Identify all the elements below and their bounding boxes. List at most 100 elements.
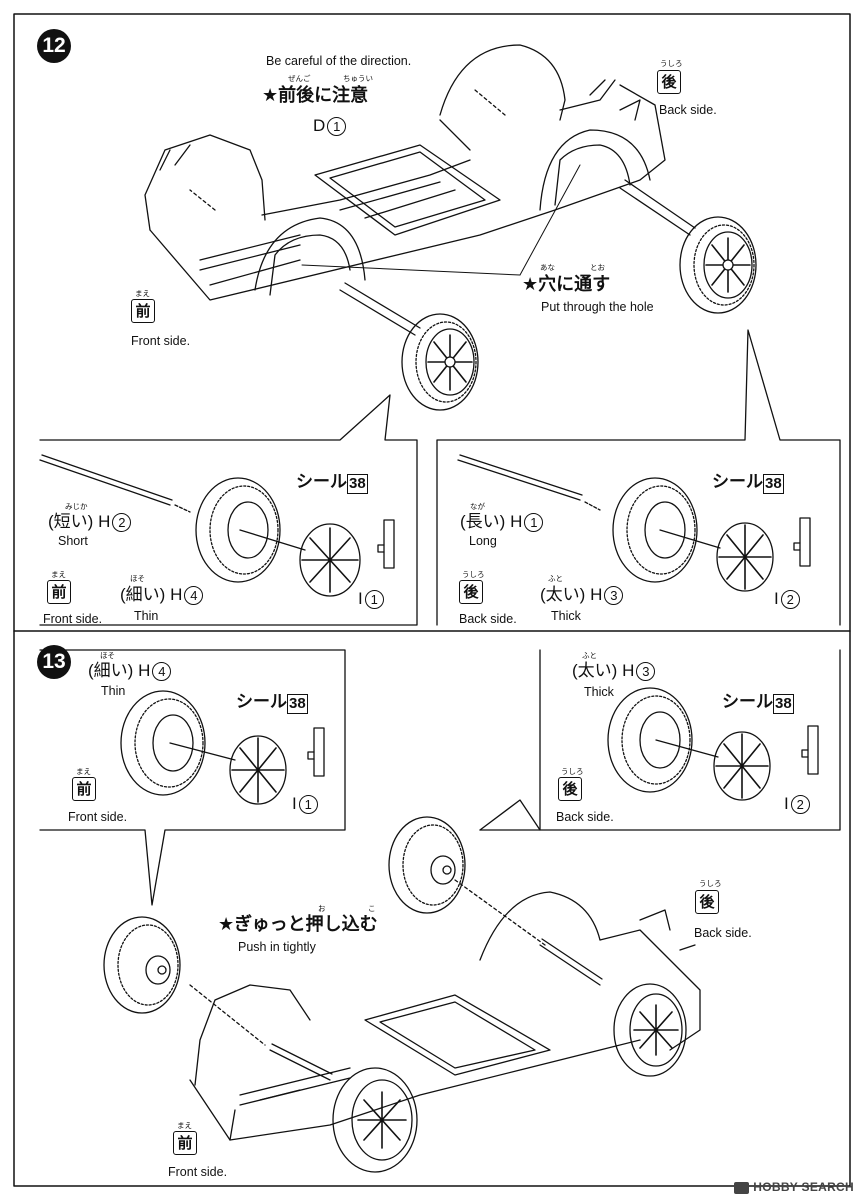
callout-left-step12 [39,394,418,626]
watermark-text: HOBBY SEARCH [753,1180,854,1194]
page-frame [13,13,851,1187]
short-num: 2 [112,513,132,533]
thick-ruby-12: ふと [548,574,563,583]
seal-text: シール [722,692,773,712]
part-number: 1 [327,117,347,137]
thick-jp: (太い) [572,661,618,680]
back-side-icon-right13: 後 [558,777,582,801]
front-ruby-left13: まえ [76,767,91,776]
thick-ruby-13: ふと [582,651,597,660]
back-side-english: Back side. [659,103,717,117]
front-side-icon-left12: 前 [47,580,71,604]
back-ruby-right12: うしろ [462,570,485,579]
chassis-illustration-step12 [144,44,696,336]
wheel-num: 2 [780,590,800,610]
seal-text: シール [236,692,287,712]
thick-part: H [622,661,635,680]
seal-number: 38 [763,474,784,494]
short-jp: (短い) [48,512,94,531]
thick-english-13: Thick [584,685,614,699]
seal-text: シール [296,472,347,492]
wheel-illustration-back [679,216,757,314]
short-english: Short [58,534,88,548]
back-side-icon-right12: 後 [459,580,483,604]
back-ruby: うしろ [660,59,683,68]
seal-number: 38 [347,474,368,494]
long-ruby: なが [470,502,485,511]
parts-left-step13 [120,690,325,805]
thick-num: 3 [636,662,656,682]
front-side-english-left12: Front side. [43,612,103,626]
wheel-illustration-front [401,313,479,411]
long-english: Long [469,534,497,548]
thick-part: H [590,585,603,604]
front-side-icon-13: 前 [173,1131,197,1155]
thin-jp: (細い) [88,661,134,680]
thin-ruby-12: ほそ [130,574,145,583]
thin-jp: (細い) [120,585,166,604]
long-part: H [510,512,523,531]
hobby-search-logo-icon [734,1181,750,1194]
front-side-english-13: Front side. [168,1165,228,1179]
step-number-13: 13 [37,645,71,679]
front-ruby-13: まえ [177,1121,192,1130]
wheel-num: 1 [364,590,384,610]
thin-num: 4 [152,662,172,682]
parts-right-step12 [457,454,811,592]
wheel-num: 1 [298,795,318,815]
wheel-part: I [784,794,789,813]
front-side-icon: 前 [131,299,155,323]
thin-part: H [138,661,151,680]
tire-illustration-left [103,916,181,1014]
chassis-illustration-step13 [189,879,701,1173]
front-side-english-left13: Front side. [68,810,128,824]
thin-ruby-13: ほそ [100,651,115,660]
back-side-english-right13: Back side. [556,810,614,824]
back-ruby-13: うしろ [699,879,722,888]
hole-japanese: ★穴に通す [522,274,611,295]
push-ruby-o: お [318,904,326,913]
watermark: HOBBY SEARCH [734,1180,854,1194]
callout-right-step12 [436,329,841,626]
seal-number: 38 [287,694,308,714]
front-side-icon-left13: 前 [72,777,96,801]
back-side-icon: 後 [657,70,681,94]
long-jp: (長い) [460,512,506,531]
short-ruby: みじか [65,502,88,511]
back-side-icon-13: 後 [695,890,719,914]
wheel-part: I [774,589,779,608]
caution-ruby-zengo: ぜんご [288,74,311,83]
hole-english: Put through the hole [541,300,654,314]
front-side-english: Front side. [131,334,191,348]
hole-ruby-ana: あな [540,263,555,272]
wheel-part: I [292,794,297,813]
caution-japanese: ★前後に注意 [262,85,369,106]
front-ruby-left12: まえ [51,570,66,579]
tire-illustration-right [388,816,466,914]
seal-text: シール [712,472,763,492]
wheel-part: I [358,589,363,608]
wheel-num: 2 [790,795,810,815]
thin-num: 4 [184,586,204,606]
step-number-12: 12 [37,29,71,63]
thick-num: 3 [604,586,624,606]
thick-jp: (太い) [540,585,586,604]
back-side-english-13: Back side. [694,926,752,940]
push-english: Push in tightly [238,940,316,954]
callout-left-step13 [39,649,346,906]
front-ruby: まえ [135,289,150,298]
